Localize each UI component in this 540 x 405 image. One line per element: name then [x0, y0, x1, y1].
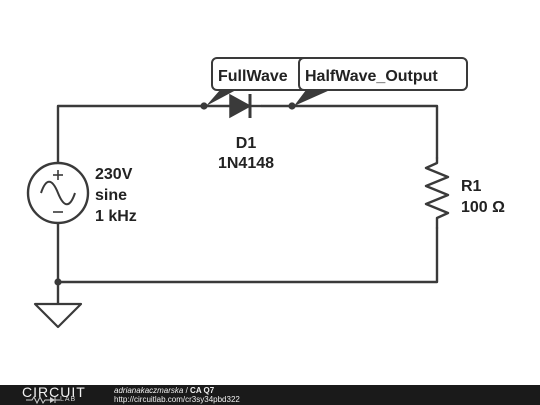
- diode-model-label: 1N4148: [218, 155, 274, 172]
- wire-top-right: [260, 104, 439, 160]
- footer-circuit-title[interactable]: CA Q7: [190, 386, 215, 395]
- brand-sub: LAB: [60, 396, 77, 403]
- sine-wave-icon: [40, 180, 76, 206]
- resistor-symbol[interactable]: [424, 156, 450, 230]
- net-label-halfwave-output[interactable]: HalfWave_Output: [294, 57, 468, 106]
- net-label-fullwave-text: FullWave: [218, 68, 288, 85]
- footer-bar: CIRCUIT LAB adrianakaczmarska / CA Q7 ht…: [0, 384, 540, 405]
- junction-dot-fullwave: [200, 102, 208, 110]
- net-label-halfwave-text: HalfWave_Output: [305, 68, 438, 85]
- circuit-schematic: 230V sine 1 kHz D1 1N4148 R1 100 Ω FullW…: [26, 57, 505, 329]
- resistor-ref-label: R1: [461, 178, 482, 195]
- footer-separator: /: [183, 386, 191, 395]
- footer-author[interactable]: adrianakaczmarska: [114, 386, 184, 395]
- diode-symbol[interactable]: [229, 93, 262, 119]
- wires: [56, 104, 439, 306]
- brand-name: CIRCUIT: [22, 384, 86, 400]
- footer-url[interactable]: http://circuitlab.com/cr3sy34pbd322: [114, 395, 240, 404]
- diode-ref-label: D1: [236, 135, 257, 152]
- ac-source-symbol[interactable]: [26, 161, 90, 225]
- source-frequency-label: 1 kHz: [95, 208, 137, 225]
- wire-top-left: [56, 104, 232, 165]
- wire-right-lower: [56, 226, 439, 284]
- resistor-diode-logo-icon: [26, 396, 60, 404]
- junction-dot-ground: [54, 278, 62, 286]
- net-label-fullwave-pointer: [206, 90, 236, 106]
- source-waveform-label: sine: [95, 187, 127, 204]
- footer-credit-line: adrianakaczmarska / CA Q7: [114, 386, 240, 395]
- junction-dot-halfwave: [288, 102, 296, 110]
- footer-info: adrianakaczmarska / CA Q7 http://circuit…: [114, 386, 240, 404]
- net-label-halfwave-pointer: [294, 90, 330, 106]
- net-label-halfwave-box: [298, 57, 468, 91]
- circuitlab-logo[interactable]: CIRCUIT LAB: [22, 384, 98, 405]
- resistor-value-label: 100 Ω: [461, 199, 505, 216]
- ground-symbol[interactable]: [33, 302, 83, 329]
- source-voltage-label: 230V: [95, 166, 133, 183]
